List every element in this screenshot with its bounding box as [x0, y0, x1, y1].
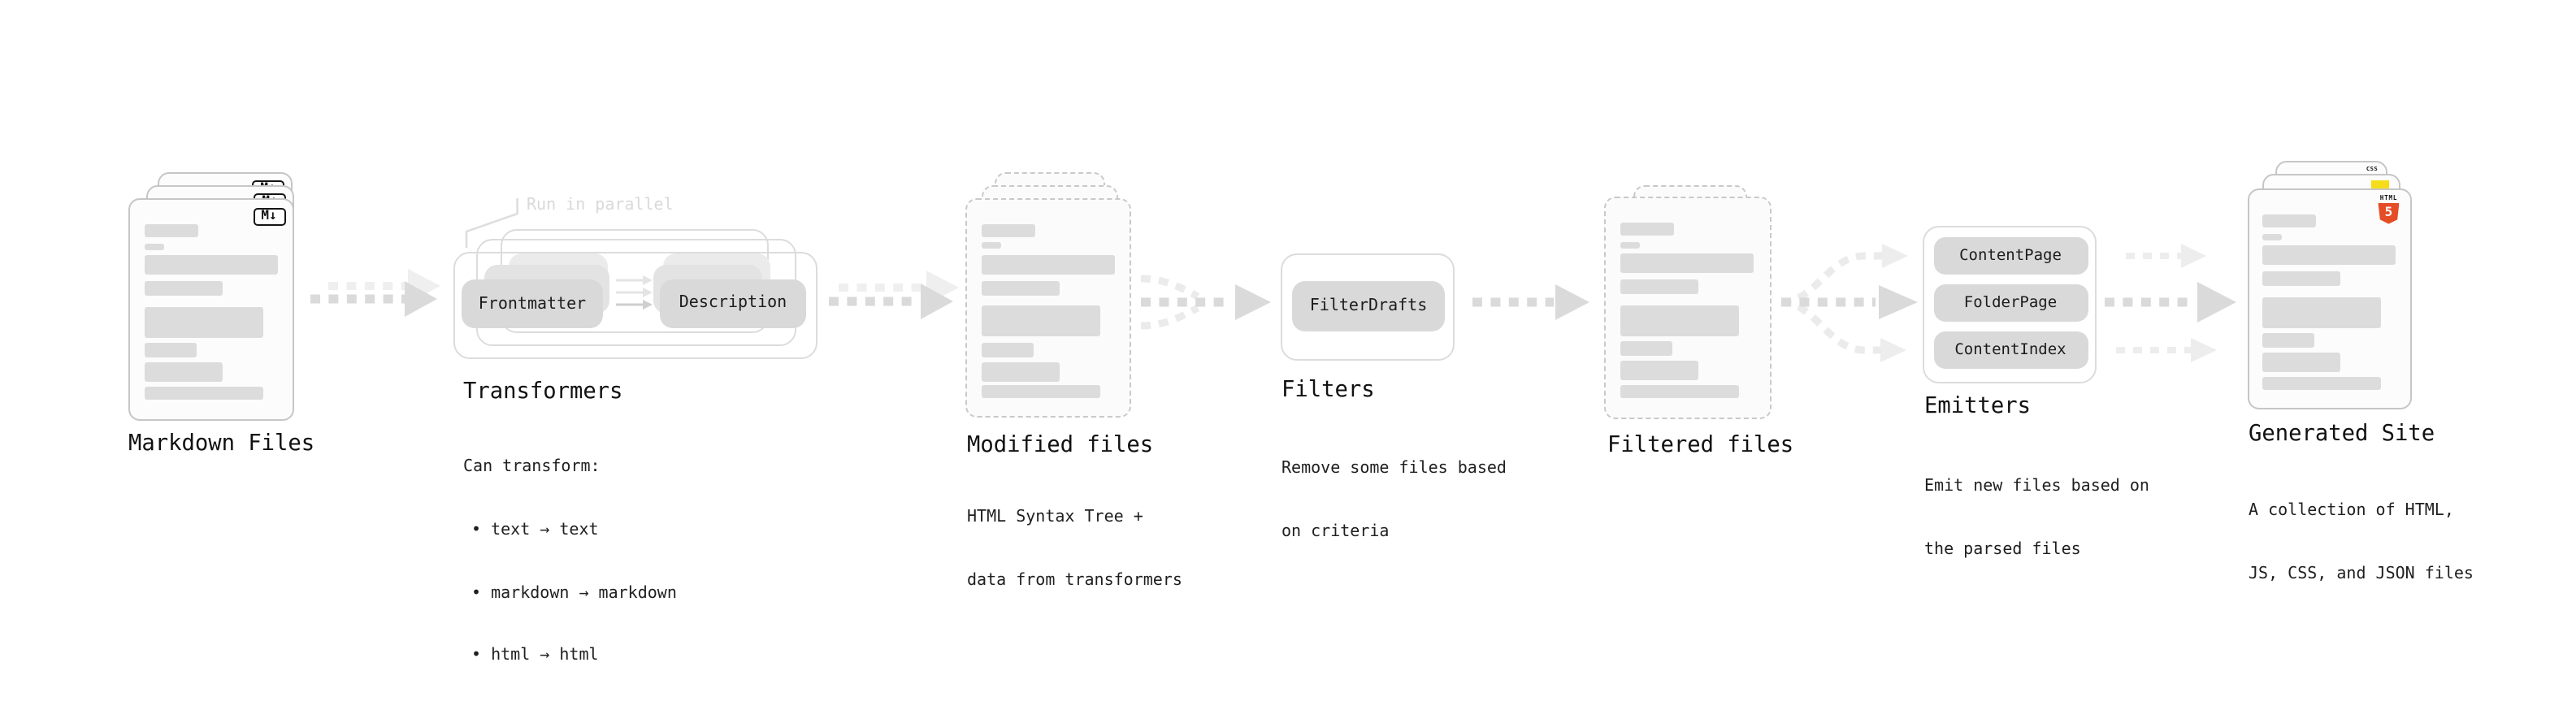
section-label-filtered-files: Filtered files [1607, 431, 1794, 457]
css-badge-label: CSS [2366, 165, 2379, 171]
skeleton-line [981, 242, 1000, 249]
flow-arrow-modified-to-filters [1140, 275, 1271, 330]
contentindex-pill: ContentIndex [1933, 331, 2088, 368]
desc-line: data from transformers [967, 572, 1182, 591]
document-card-front: M↓ [128, 198, 294, 421]
html5-badge-icon: HTML 5 [2378, 193, 2400, 224]
skeleton-line [144, 281, 222, 296]
skeleton-line [2262, 245, 2396, 265]
flow-arrows-layer [310, 198, 2236, 362]
filterdrafts-pill: FilterDrafts [1292, 280, 1445, 331]
skeleton-line [1620, 341, 1672, 356]
document-skeleton [2249, 190, 2410, 407]
document-skeleton [1606, 198, 1770, 418]
markdown-logo-icon: M↓ [253, 207, 285, 225]
skeleton-line [144, 306, 262, 337]
section-description-filters: Remove some files based on criteria [1281, 418, 1507, 587]
document-card-front [1604, 197, 1772, 419]
flow-arrow-filters-to-filtered [1472, 284, 1589, 320]
flow-arrow-filtered-to-emitters [1780, 244, 1918, 362]
section-label-generated-site: Generated Site [2249, 421, 2435, 447]
document-skeleton [967, 199, 1130, 415]
desc-line: Remove some files based [1281, 460, 1507, 478]
description-pill: Description [660, 279, 806, 328]
skeleton-line [144, 224, 197, 237]
desc-line: • html → html [471, 647, 599, 665]
skeleton-line [144, 362, 222, 382]
flow-arrow-emitters-to-generated [2105, 244, 2236, 362]
skeleton-line [981, 305, 1099, 336]
skeleton-line [1620, 361, 1698, 380]
html5-shield: 5 [2378, 202, 2400, 224]
skeleton-line [981, 254, 1114, 274]
skeleton-line [1620, 305, 1738, 336]
skeleton-line [981, 342, 1033, 357]
js-badge-icon [2371, 180, 2389, 190]
frontmatter-pill: Frontmatter [462, 279, 603, 328]
section-label-filters: Filters [1281, 377, 1375, 403]
desc-line: HTML Syntax Tree + [967, 509, 1143, 527]
section-description-generated-site: A collection of HTML, JS, CSS, and JSON … [2249, 461, 2474, 629]
html5-badge-label: HTML [2379, 193, 2398, 201]
skeleton-line [144, 386, 262, 399]
desc-line: on criteria [1281, 523, 1390, 542]
skeleton-line [1620, 279, 1698, 294]
skeleton-line [981, 361, 1059, 381]
section-label-markdown-files: Markdown Files [128, 431, 315, 457]
run-in-parallel-note: Run in parallel [527, 197, 674, 214]
skeleton-line [2262, 233, 2282, 240]
skeleton-line [144, 343, 196, 357]
skeleton-line [144, 243, 163, 249]
desc-line: • markdown → markdown [471, 584, 677, 603]
desc-line: Emit new files based on [1924, 477, 2149, 496]
flow-arrow-markdown-to-transformers [310, 269, 440, 317]
skeleton-line [1620, 253, 1753, 273]
transformer-parallel-arrows [616, 275, 653, 310]
section-label-emitters: Emitters [1924, 392, 2031, 418]
skeleton-line [2262, 353, 2340, 372]
desc-line: A collection of HTML, [2249, 502, 2454, 521]
desc-line: Can transform: [463, 458, 601, 477]
skeleton-line [981, 280, 1059, 295]
flow-arrow-transformers-to-modified [829, 271, 959, 319]
skeleton-line [144, 255, 277, 275]
skeleton-line [2262, 376, 2381, 389]
contentpage-pill: ContentPage [1933, 237, 2088, 274]
skeleton-line [2262, 333, 2314, 348]
section-label-modified-files: Modified files [967, 431, 1154, 457]
skeleton-line [2262, 214, 2316, 227]
parallel-panel-front [453, 252, 817, 359]
desc-line: the parsed files [1924, 540, 2081, 559]
folderpage-pill: FolderPage [1933, 284, 2088, 321]
skeleton-line [2262, 297, 2381, 327]
html5-number: 5 [2384, 205, 2393, 220]
desc-line: JS, CSS, and JSON files [2249, 565, 2474, 584]
section-label-transformers: Transformers [463, 379, 623, 405]
skeleton-line [1620, 223, 1673, 236]
skeleton-line [981, 385, 1099, 398]
section-description-transformers: Can transform: • text → text • markdown … [463, 417, 677, 710]
skeleton-line [2262, 271, 2340, 286]
pipeline-diagram: M↓ M↓ M↓ Markdown Files Frontmatter Desc… [128, 161, 2474, 665]
desc-line: • text → text [471, 522, 599, 540]
skeleton-line [981, 223, 1034, 236]
skeleton-line [1620, 241, 1639, 248]
section-description-modified-files: HTML Syntax Tree + data from transformer… [967, 467, 1182, 635]
section-description-emitters: Emit new files based on the parsed files [1924, 435, 2149, 604]
document-card-front [965, 197, 1131, 417]
skeleton-line [1620, 384, 1738, 397]
html-file-card: HTML 5 [2247, 188, 2412, 409]
document-skeleton [130, 200, 293, 419]
note-leader-line [465, 198, 518, 248]
